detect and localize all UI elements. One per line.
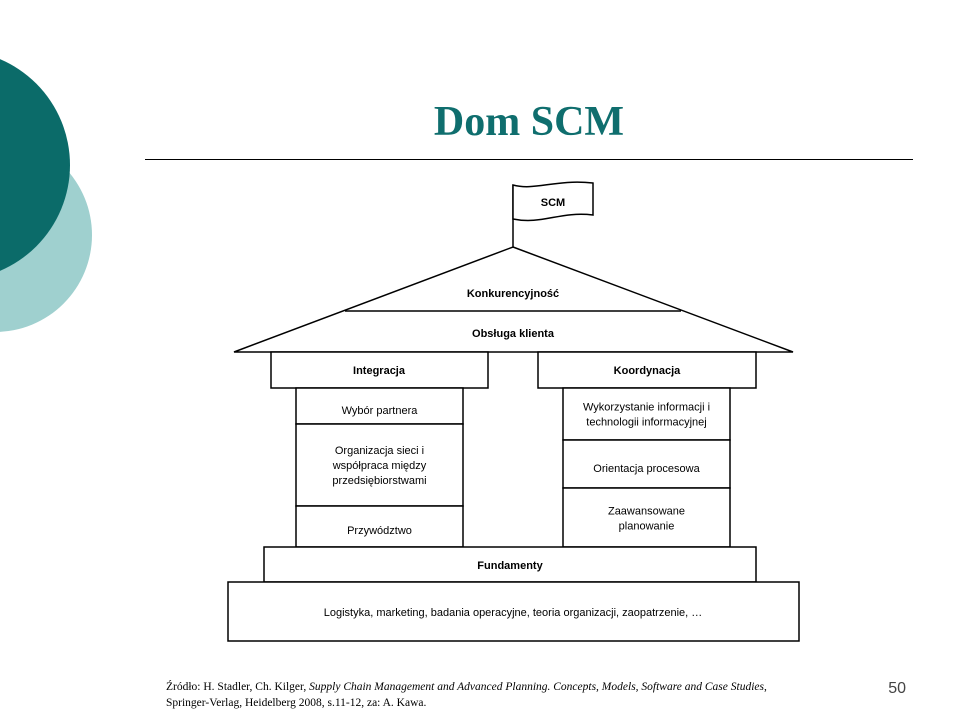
right-pillar-item: Orientacja procesowa — [593, 463, 700, 475]
foundation-box — [263, 546, 757, 583]
decorative-circles — [0, 0, 110, 720]
right-pillar-item-box — [562, 487, 731, 548]
flag-label: SCM — [541, 197, 565, 209]
roof — [233, 246, 794, 353]
title-divider — [145, 159, 913, 160]
text-line: Organizacja sieci i — [335, 445, 424, 457]
foundation-label: Fundamenty — [477, 560, 543, 572]
right-pillar-item-box — [562, 387, 731, 441]
text-line: Wybór partnera — [342, 405, 419, 417]
dark-circle — [0, 59, 70, 271]
page-number: 50 — [888, 680, 906, 697]
left-pillar-item: Organizacja sieci i współpraca między prze… — [332, 445, 427, 487]
text-line: Zaawansowane — [608, 506, 685, 518]
left-pillar-header: Integracja — [353, 365, 406, 377]
text-line: współpraca między — [332, 460, 427, 472]
roof-top-label: Konkurencyjność — [467, 288, 559, 300]
flag — [512, 181, 594, 222]
text-line: planowanie — [619, 521, 675, 533]
source-suffix: , Springer-Verlag, Heidelberg 2008, s.11… — [166, 681, 767, 709]
text-line: Orientacja procesowa — [593, 463, 700, 475]
text-line: technologii informacyjnej — [586, 417, 706, 429]
text-line: przedsiębiorstwami — [332, 475, 426, 487]
right-pillar-header: Koordynacja — [614, 365, 682, 377]
slide-title: Dom SCM — [433, 99, 625, 145]
decorative-circles-graphic — [0, 59, 92, 332]
base-box — [227, 581, 800, 642]
base-label: Logistyka, marketing, badania operacyjne… — [324, 607, 703, 619]
left-pillar-item: Wybór partnera — [342, 405, 419, 417]
text-line: Wykorzystanie informacji i — [583, 402, 710, 414]
right-pillar-item: Wykorzystanie informacji i technologii in… — [583, 402, 710, 429]
source-citation: Źródło: H. Stadler, Ch. Kilger, Supply C… — [166, 679, 806, 711]
source-book-title: Supply Chain Management and Advanced Pla… — [309, 681, 764, 693]
right-pillar-item: Zaawansowane planowanie — [608, 506, 685, 533]
text-line: Przywództwo — [347, 525, 412, 537]
source-prefix: Źródło: H. Stadler, Ch. Kilger, — [166, 681, 310, 693]
right-pillar-item-box — [562, 439, 731, 489]
roof-bottom-label: Obsługa klienta — [472, 328, 555, 340]
left-pillar-item: Przywództwo — [347, 525, 412, 537]
